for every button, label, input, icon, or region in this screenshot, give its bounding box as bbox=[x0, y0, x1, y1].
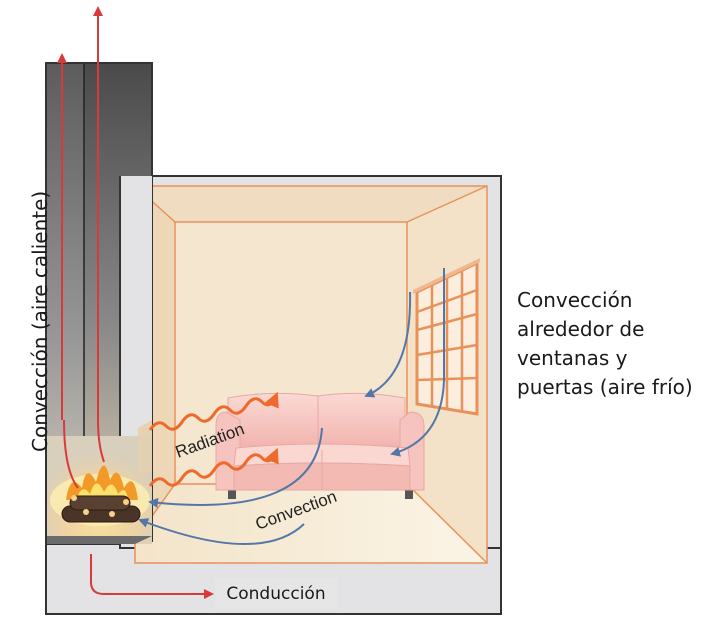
chimney-convection-label: Convección (aire caliente) bbox=[28, 190, 52, 452]
window bbox=[413, 258, 480, 416]
convection-arrows bbox=[138, 268, 445, 545]
conduction-arrow bbox=[90, 554, 214, 599]
hot-air-arrows bbox=[57, 6, 105, 489]
sofa bbox=[215, 392, 425, 499]
window-convection-label: Convección alrededor de ventanas y puert… bbox=[517, 288, 693, 399]
log-icon bbox=[61, 495, 141, 523]
chimney bbox=[45, 62, 153, 544]
radiation-waves bbox=[148, 391, 279, 487]
fireplace-fire bbox=[50, 465, 150, 526]
conduction-label: Conducción bbox=[215, 578, 337, 610]
